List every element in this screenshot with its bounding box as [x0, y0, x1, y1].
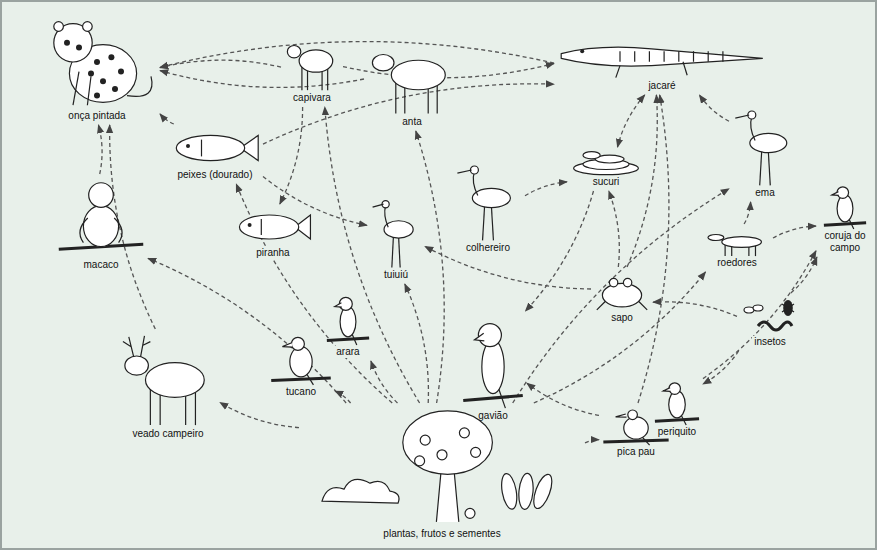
- animal-label: roedores: [715, 257, 758, 269]
- animal-label: plantas, frutos e sementes: [381, 528, 502, 540]
- animal-node: gavião: [462, 314, 524, 422]
- feeding-arrow: [618, 95, 645, 147]
- animal-label: periquito: [656, 426, 698, 438]
- animal-icon: [823, 182, 867, 230]
- feeding-arrow: [335, 391, 351, 403]
- animal-label: tucano: [284, 386, 318, 398]
- animal-label: sapo: [609, 312, 635, 324]
- animal-node: coruja do campo: [819, 182, 871, 254]
- animal-label: macaco: [81, 259, 120, 271]
- feeding-arrow: [703, 251, 816, 379]
- feeding-arrow: [525, 182, 567, 196]
- animal-label: colhereiro: [464, 242, 512, 254]
- animal-node: sucuri: [570, 150, 642, 188]
- animal-icon: [270, 332, 332, 386]
- feeding-arrow: [773, 226, 816, 238]
- feeding-arrow: [627, 95, 657, 267]
- animal-icon: [284, 30, 340, 92]
- animal-icon: [462, 314, 524, 410]
- animal-node: insetos: [740, 296, 800, 348]
- feeding-arrow: [236, 184, 392, 403]
- animal-node: plantas, frutos e sementes: [302, 406, 582, 540]
- feeding-arrow: [280, 107, 303, 204]
- animal-icon: [326, 292, 370, 346]
- animal-label: gavião: [476, 410, 509, 422]
- animal-icon: [57, 177, 145, 259]
- animal-icon: [704, 227, 770, 257]
- animal-node: piranha: [234, 207, 312, 259]
- animal-node: arara: [326, 292, 370, 358]
- feeding-arrow: [653, 302, 737, 317]
- animal-node: periquito: [654, 378, 700, 438]
- animal-icon: [37, 14, 157, 110]
- feeding-arrow: [513, 189, 729, 403]
- animal-icon: [732, 107, 798, 187]
- animal-node: capivara: [284, 30, 340, 104]
- animal-icon: [557, 32, 767, 80]
- animal-node: ema: [732, 107, 798, 199]
- animal-icon: [654, 378, 700, 426]
- feeding-arrow: [791, 257, 817, 293]
- feeding-arrow: [527, 383, 599, 415]
- feeding-arrow: [160, 60, 281, 68]
- animal-icon: [594, 270, 650, 312]
- animal-icon: [119, 332, 217, 428]
- animal-node: colhereiro: [454, 162, 522, 254]
- animal-icon: [234, 207, 312, 247]
- feeding-arrow: [405, 284, 429, 403]
- animal-label: jacaré: [646, 80, 677, 92]
- animal-icon: [170, 127, 260, 169]
- animal-icon: [302, 406, 582, 528]
- animal-node: sapo: [594, 270, 650, 324]
- animal-label: onça pintada: [66, 110, 127, 122]
- animal-node: roedores: [704, 227, 770, 269]
- animal-node: jacaré: [557, 32, 767, 92]
- feeding-arrow: [325, 107, 420, 403]
- animal-node: macaco: [57, 177, 145, 271]
- feeding-arrow: [160, 42, 554, 68]
- feeding-arrow: [99, 125, 103, 174]
- animal-label: pica pau: [615, 446, 657, 458]
- animal-label: ema: [753, 187, 776, 199]
- feeding-arrow: [585, 440, 599, 443]
- animal-label: arara: [334, 346, 361, 358]
- animal-node: tucano: [270, 332, 332, 398]
- animal-icon: [367, 34, 457, 116]
- animal-label: veado campeiro: [130, 428, 205, 440]
- feeding-arrow: [744, 202, 751, 224]
- animal-icon: [570, 150, 642, 176]
- animal-label: coruja do campo: [819, 230, 871, 254]
- feeding-arrow: [638, 95, 669, 403]
- feeding-arrow: [220, 403, 299, 428]
- animal-label: capivara: [291, 92, 333, 104]
- feeding-arrow: [160, 114, 174, 124]
- animal-icon: [454, 162, 522, 242]
- animal-label: sucuri: [591, 176, 622, 188]
- animal-node: peixes (dourado): [170, 127, 260, 181]
- feeding-arrow: [371, 361, 398, 403]
- animal-node: veado campeiro: [119, 332, 217, 440]
- animal-node: anta: [367, 34, 457, 128]
- feeding-arrow: [416, 131, 444, 403]
- feeding-arrow: [703, 351, 739, 384]
- animal-label: peixes (dourado): [175, 169, 254, 181]
- animal-node: tuiuiú: [370, 197, 422, 281]
- animal-node: onça pintada: [37, 14, 157, 122]
- animal-label: anta: [400, 116, 423, 128]
- feeding-arrow: [699, 95, 729, 121]
- feeding-arrow: [525, 191, 593, 311]
- feeding-arrow: [160, 71, 364, 88]
- animal-icon: [370, 197, 422, 269]
- animal-label: tuiuiú: [382, 269, 410, 281]
- feeding-arrow: [263, 84, 554, 144]
- animal-label: insetos: [752, 336, 788, 348]
- animal-label: piranha: [254, 247, 291, 259]
- feeding-arrow: [609, 191, 620, 267]
- animal-icon: [740, 296, 800, 336]
